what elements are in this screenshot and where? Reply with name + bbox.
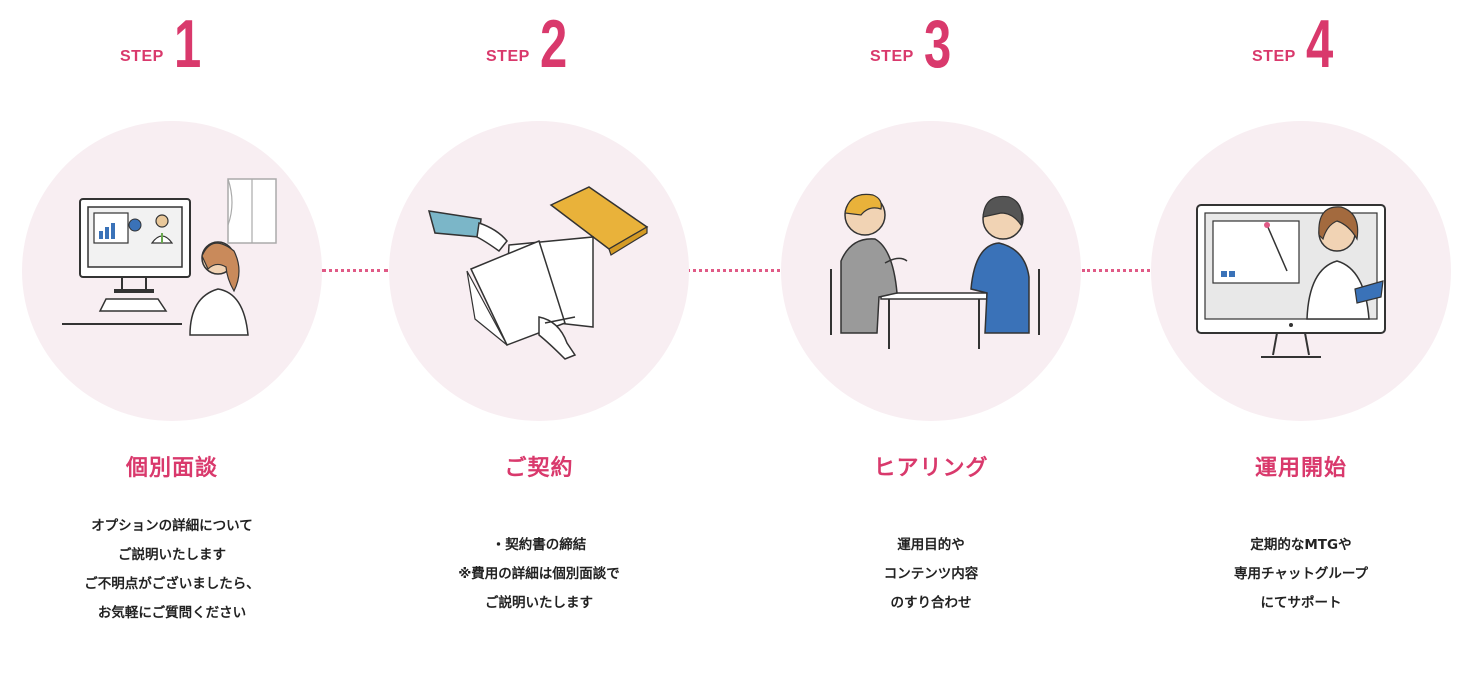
hearing-meeting-illustration (830, 193, 1040, 349)
step-word: STEP (1252, 48, 1296, 65)
description-line: ご説明いたします (118, 547, 226, 563)
description-line: ・契約書の締結 (491, 537, 587, 553)
description-line: ご説明いたします (485, 595, 593, 611)
description-line: ※費用の詳細は個別面談で (458, 566, 620, 582)
description-line: にてサポート (1260, 595, 1342, 611)
step-circle (1151, 121, 1451, 421)
description-line: コンテンツ内容 (883, 566, 979, 582)
description-line: 定期的なMTGや (1250, 537, 1352, 553)
step-title: 運用開始 (1254, 456, 1347, 481)
description-line: ご不明点がございましたら、 (84, 576, 260, 592)
step-description: 定期的なMTGや 専用チャットグループ にてサポート (1151, 531, 1451, 618)
description-line: お気軽にご質問ください (97, 605, 247, 621)
contract-documents-illustration (427, 186, 649, 360)
step-description: 運用目的や コンテンツ内容 のすり合わせ (781, 531, 1081, 618)
step-circle (22, 121, 322, 421)
connector-1-2 (322, 269, 388, 272)
description-line: 専用チャットグループ (1233, 566, 1369, 582)
step-title: ご契約 (504, 456, 574, 481)
video-meeting-illustration (62, 178, 277, 336)
connector-3-4 (1082, 269, 1150, 272)
step-number: 4 (1305, 6, 1334, 82)
step-word: STEP (120, 48, 164, 65)
step-circle (389, 121, 689, 421)
step-label: STEP 4 (1252, 6, 1344, 82)
step-label: STEP 1 (120, 6, 212, 82)
step-number: 2 (539, 6, 568, 82)
step-title: 個別面談 (125, 456, 218, 481)
step-number: 3 (923, 6, 952, 82)
step-word: STEP (486, 48, 530, 65)
description-line: のすり合わせ (890, 595, 972, 611)
step-description: ・契約書の締結 ※費用の詳細は個別面談で ご説明いたします (389, 531, 689, 618)
step-description: オプションの詳細について ご説明いたします ご不明点がございましたら、 お気軽に… (22, 512, 322, 628)
description-line: 運用目的や (897, 537, 965, 553)
description-line: オプションの詳細について (91, 518, 253, 534)
step-circle (781, 121, 1081, 421)
monitor-teacher-illustration (1196, 204, 1386, 358)
step-label: STEP 2 (486, 6, 578, 82)
step-title: ヒアリング (873, 456, 989, 481)
step-label: STEP 3 (870, 6, 962, 82)
step-number: 1 (173, 6, 202, 82)
step-word: STEP (870, 48, 914, 65)
